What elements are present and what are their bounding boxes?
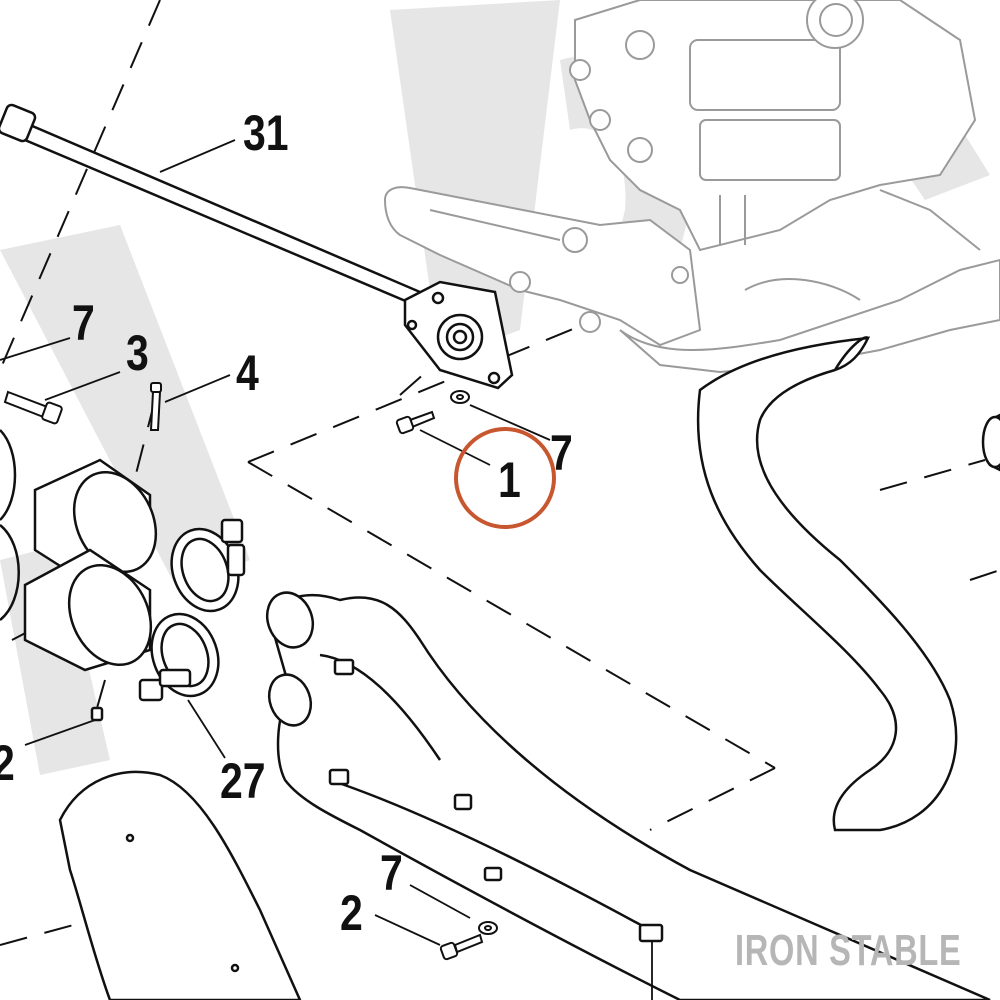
callout-1: 1	[498, 452, 521, 508]
bolt-part-2-lower	[439, 921, 498, 961]
bolt-part-1	[395, 390, 470, 435]
right-exhaust-pipe	[696, 336, 1000, 832]
bolt-part-3	[3, 390, 63, 425]
callout-leader-lines	[0, 139, 653, 1000]
watermark-text: IRON STABLE	[735, 926, 962, 975]
dual-muffler	[265, 591, 991, 1000]
callout-7-upper-left: 7	[72, 295, 95, 351]
callout-7-lower: 7	[380, 845, 403, 901]
muffler-sleeves	[0, 429, 158, 672]
callout-4: 4	[236, 345, 259, 401]
clamps	[90, 518, 246, 722]
pin-part-4	[149, 382, 162, 431]
frame-assembly	[383, 0, 1000, 374]
callout-3: 3	[126, 325, 149, 381]
callout-27: 27	[220, 753, 266, 809]
callout-2-left: 2	[0, 738, 15, 788]
lower-pipe	[58, 770, 302, 1000]
callout-31: 31	[243, 105, 289, 161]
highlight-circle	[454, 427, 556, 529]
callout-2-lower: 2	[340, 885, 363, 941]
part-31-rod	[0, 103, 514, 390]
callout-7-center: 7	[550, 425, 573, 481]
